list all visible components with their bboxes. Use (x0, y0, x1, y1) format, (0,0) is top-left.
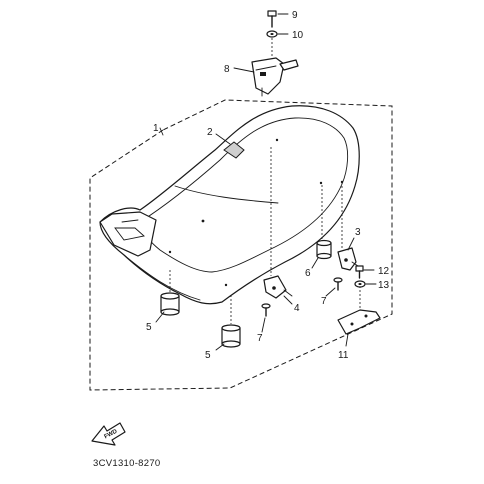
seat-lock-part-8[interactable] (251, 57, 299, 97)
part-number-4: 4 (294, 303, 300, 314)
part-number-8: 8 (224, 64, 230, 75)
part-number-10: 10 (292, 30, 304, 41)
seat[interactable] (99, 105, 360, 305)
part-number-7b: 7 (321, 296, 327, 307)
bolt-part-9[interactable] (267, 10, 277, 28)
hook-part-3[interactable] (337, 247, 359, 271)
leader-line-4 (283, 295, 293, 305)
part-number-5b: 5 (205, 350, 211, 361)
leader-line-7a (261, 317, 266, 333)
drawing-code: 3CV1310-8270 (93, 458, 161, 469)
washer-part-13[interactable] (354, 280, 366, 288)
seat-rivet (168, 250, 172, 254)
screw-part-7b[interactable] (333, 277, 343, 291)
leader-line-11 (345, 333, 349, 347)
part-number-9: 9 (292, 10, 298, 21)
leader-line-1 (159, 127, 164, 136)
seat-rivet (319, 181, 323, 185)
part-number-11: 11 (338, 350, 349, 361)
bracket-part-11[interactable] (337, 309, 381, 335)
seat-side (123, 254, 201, 301)
damper-part-5b[interactable] (221, 324, 241, 348)
part-number-7a: 7 (257, 333, 263, 344)
leader-line-8 (233, 67, 255, 73)
leader-line-2 (215, 133, 231, 145)
leader-line-5a (155, 311, 165, 323)
leader-line-7b (325, 287, 336, 297)
grab-rail-slot (114, 227, 145, 241)
seat-body (99, 105, 360, 305)
washer-part-10[interactable] (266, 30, 278, 38)
fwd-arrow-icon (91, 422, 126, 446)
leader-line-6 (311, 257, 319, 269)
seat-rivet (224, 283, 228, 287)
screw-part-7a[interactable] (261, 303, 271, 317)
seat-rivet (275, 138, 279, 142)
seat-crease (174, 185, 279, 204)
leader-line-3 (347, 237, 355, 251)
damper-part-5a[interactable] (160, 292, 180, 316)
assembly-boundary (89, 99, 393, 391)
leader-line-5b (215, 343, 225, 351)
part-number-3: 3 (355, 227, 361, 238)
part-number-13: 13 (378, 280, 390, 291)
grab-rail-slot-2 (121, 219, 139, 223)
part-number-2: 2 (207, 127, 213, 138)
grab-rail (99, 211, 157, 257)
emblem-part-2[interactable] (223, 141, 245, 159)
part-number-12: 12 (378, 266, 390, 277)
hook-part-4[interactable] (263, 275, 293, 299)
part-number-1: 1 (153, 123, 159, 134)
damper-part-6[interactable] (316, 239, 332, 260)
seat-rivet (201, 219, 205, 223)
bolt-part-12[interactable] (355, 265, 364, 279)
fwd-arrow: FWD (91, 422, 126, 446)
part-number-6: 6 (305, 268, 311, 279)
part-number-5a: 5 (146, 322, 152, 333)
